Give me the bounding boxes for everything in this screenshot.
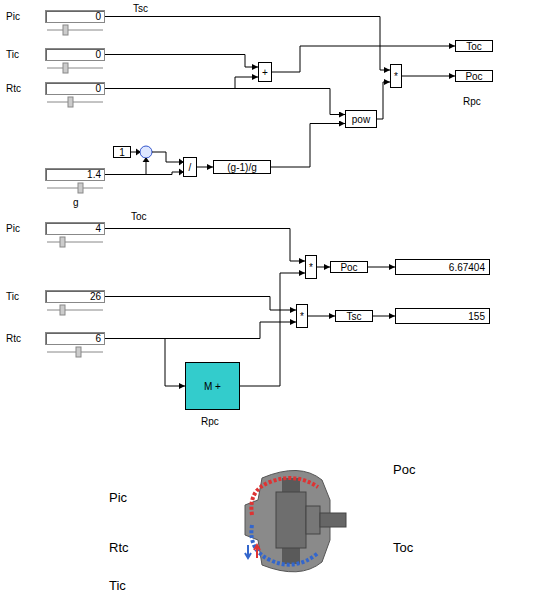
block-text: *	[300, 311, 304, 322]
block-text: 155	[468, 311, 485, 322]
block-text: (g-1)/g	[227, 162, 256, 173]
operator-block: (g-1)/g	[213, 160, 271, 174]
operator-block: *	[296, 304, 308, 328]
block-text: Tsc	[347, 311, 362, 322]
operator-block: pow	[345, 110, 377, 128]
operator-block: +	[258, 62, 272, 82]
block-text: 0	[95, 49, 101, 60]
signal-label: Tic	[5, 49, 20, 60]
block-text: 1	[119, 147, 125, 158]
display-block: 6.67404	[395, 259, 490, 275]
signal-line	[105, 339, 185, 387]
signal-label: Rpc	[200, 416, 220, 427]
block-text: 6	[95, 333, 101, 344]
signal-line	[308, 316, 335, 317]
signal-label: Toc	[392, 540, 414, 555]
block-text: Poc	[340, 262, 357, 273]
signal-label: g	[72, 197, 80, 208]
signal-label: Toc	[130, 211, 148, 222]
signal-label: Poc	[392, 462, 416, 477]
signal-label: Pic	[108, 490, 128, 505]
signal-line	[105, 55, 258, 68]
signal-label: Tsc	[132, 3, 149, 14]
signal-line	[272, 46, 455, 72]
goto-tag: Tsc	[335, 310, 373, 322]
signal-label: Rtc	[5, 83, 22, 94]
block-text: 1.4	[87, 169, 101, 180]
block-text: +	[262, 67, 268, 78]
sum-circle-wires	[105, 146, 183, 175]
signal-label: Pic	[5, 11, 21, 22]
signal-line	[105, 229, 305, 262]
signal-line	[105, 89, 345, 115]
display-block: 155	[395, 308, 490, 324]
slider-gain: 0	[45, 48, 105, 61]
signal-line	[271, 124, 345, 168]
compressor-illustration	[245, 470, 346, 571]
signal-line	[373, 316, 395, 317]
signal-label: Pic	[5, 223, 21, 234]
subsystem-block: M +	[185, 362, 240, 410]
operator-block: /	[183, 157, 197, 177]
block-text: M +	[204, 381, 221, 392]
slider-tracks	[47, 25, 103, 357]
signal-line	[240, 273, 305, 386]
signal-line	[105, 322, 296, 339]
signal-label: Tic	[5, 291, 20, 302]
block-text: pow	[352, 114, 370, 125]
slider-gain: 0	[45, 10, 105, 23]
goto-tag: Poc	[455, 70, 493, 82]
slider-gain: 4	[45, 222, 105, 235]
slider-gain: 0	[45, 82, 105, 95]
signal-label: Rtc	[5, 333, 22, 344]
block-text: Poc	[465, 71, 482, 82]
block-text: 26	[90, 291, 101, 302]
block-text: /	[189, 162, 192, 173]
block-text: 0	[95, 11, 101, 22]
operator-block: 1	[113, 146, 131, 158]
signal-label: Rpc	[462, 96, 482, 107]
slider-gain: 6	[45, 332, 105, 345]
goto-tag: Poc	[330, 261, 368, 273]
slider-gain: 26	[45, 290, 105, 303]
signal-line	[105, 17, 390, 71]
block-text: *	[309, 262, 313, 273]
signal-line	[377, 82, 390, 119]
operator-block: *	[390, 64, 402, 88]
block-text: *	[394, 71, 398, 82]
signal-line	[402, 76, 455, 77]
signal-line	[368, 267, 395, 268]
block-text: 6.67404	[449, 262, 485, 273]
block-text: 4	[95, 223, 101, 234]
signal-line	[105, 77, 258, 89]
signal-label: Tic	[108, 578, 127, 593]
goto-tag: Toc	[455, 40, 493, 52]
operator-block: *	[305, 255, 317, 279]
slider-gain: 1.4	[45, 168, 105, 181]
signal-label: Rtc	[108, 540, 130, 555]
signal-line	[105, 297, 296, 311]
signal-line	[317, 267, 330, 268]
signal-line	[197, 167, 213, 168]
block-text: 0	[95, 83, 101, 94]
block-text: Toc	[466, 41, 482, 52]
